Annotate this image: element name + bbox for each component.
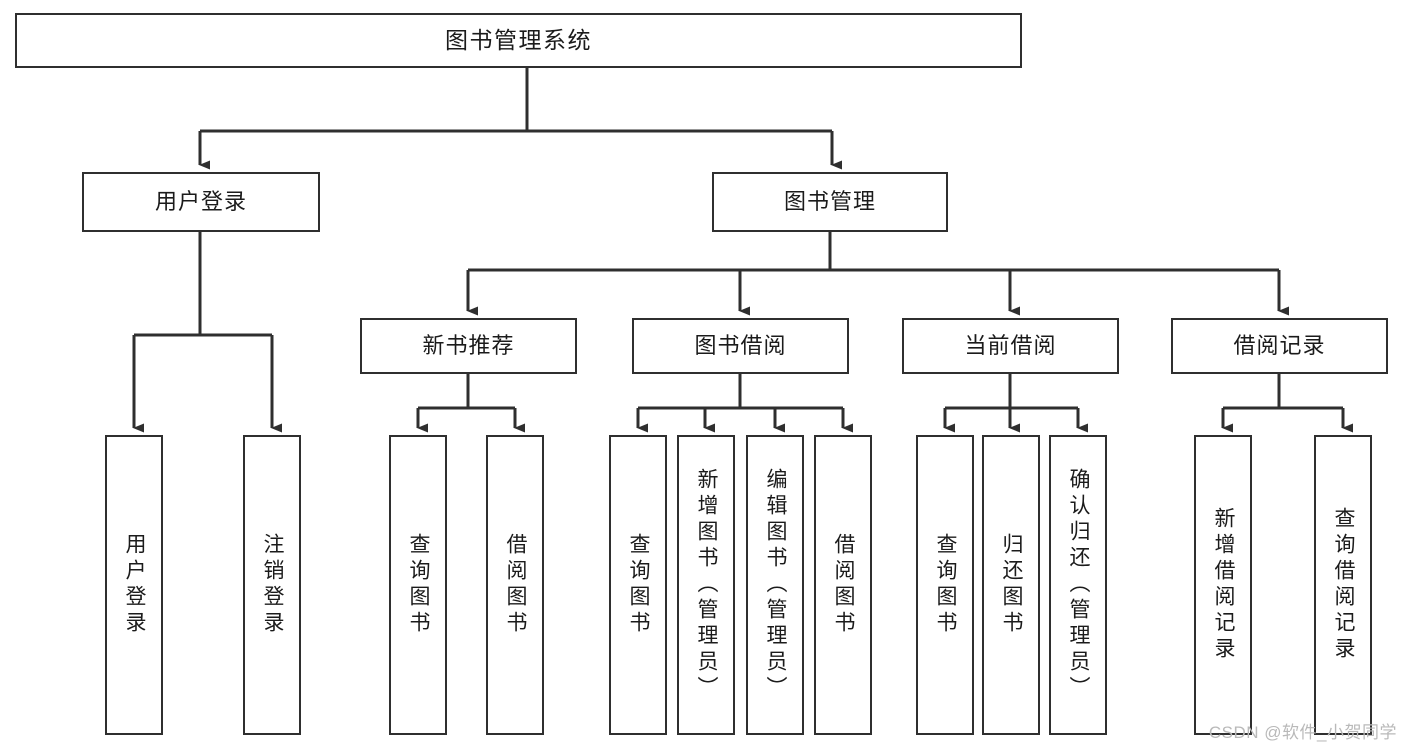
leaf-label: 编辑图书（管理员） bbox=[764, 468, 788, 702]
leaf-label: 用户登录 bbox=[123, 533, 147, 637]
leaf-borrow-book-recommend[interactable]: 借阅图书 bbox=[486, 435, 544, 735]
leaf-label: 确认归还（管理员） bbox=[1067, 468, 1091, 702]
leaf-label: 新增图书（管理员） bbox=[695, 468, 719, 702]
csdn-watermark: CSDN @软件_小贺同学 bbox=[1208, 723, 1397, 742]
node-user-login[interactable]: 用户登录 bbox=[82, 172, 320, 232]
leaf-query-book-recommend[interactable]: 查询图书 bbox=[389, 435, 447, 735]
leaf-return-book[interactable]: 归还图书 bbox=[982, 435, 1040, 735]
node-book-borrow[interactable]: 图书借阅 bbox=[632, 318, 849, 374]
node-book-management[interactable]: 图书管理 bbox=[712, 172, 948, 232]
leaf-add-book-admin[interactable]: 新增图书（管理员） bbox=[677, 435, 735, 735]
leaf-label: 借阅图书 bbox=[832, 533, 856, 637]
leaf-label: 查询借阅记录 bbox=[1332, 507, 1356, 663]
leaf-query-book-current[interactable]: 查询图书 bbox=[916, 435, 974, 735]
node-borrow-record[interactable]: 借阅记录 bbox=[1171, 318, 1388, 374]
leaf-label: 借阅图书 bbox=[504, 533, 528, 637]
leaf-label: 注销登录 bbox=[261, 533, 285, 637]
leaf-label: 查询图书 bbox=[627, 533, 651, 637]
leaf-logout-login[interactable]: 注销登录 bbox=[243, 435, 301, 735]
leaf-label: 新增借阅记录 bbox=[1212, 507, 1236, 663]
leaf-query-borrow-record[interactable]: 查询借阅记录 bbox=[1314, 435, 1372, 735]
leaf-query-book-borrow[interactable]: 查询图书 bbox=[609, 435, 667, 735]
leaf-confirm-return-admin[interactable]: 确认归还（管理员） bbox=[1049, 435, 1107, 735]
leaf-user-login[interactable]: 用户登录 bbox=[105, 435, 163, 735]
leaf-edit-book-admin[interactable]: 编辑图书（管理员） bbox=[746, 435, 804, 735]
leaf-label: 查询图书 bbox=[934, 533, 958, 637]
node-new-book-recommend[interactable]: 新书推荐 bbox=[360, 318, 577, 374]
node-current-borrow[interactable]: 当前借阅 bbox=[902, 318, 1119, 374]
node-root-book-management-system[interactable]: 图书管理系统 bbox=[15, 13, 1022, 68]
leaf-add-borrow-record[interactable]: 新增借阅记录 bbox=[1194, 435, 1252, 735]
leaf-label: 查询图书 bbox=[407, 533, 431, 637]
leaf-borrow-book-borrow[interactable]: 借阅图书 bbox=[814, 435, 872, 735]
leaf-label: 归还图书 bbox=[1000, 533, 1024, 637]
